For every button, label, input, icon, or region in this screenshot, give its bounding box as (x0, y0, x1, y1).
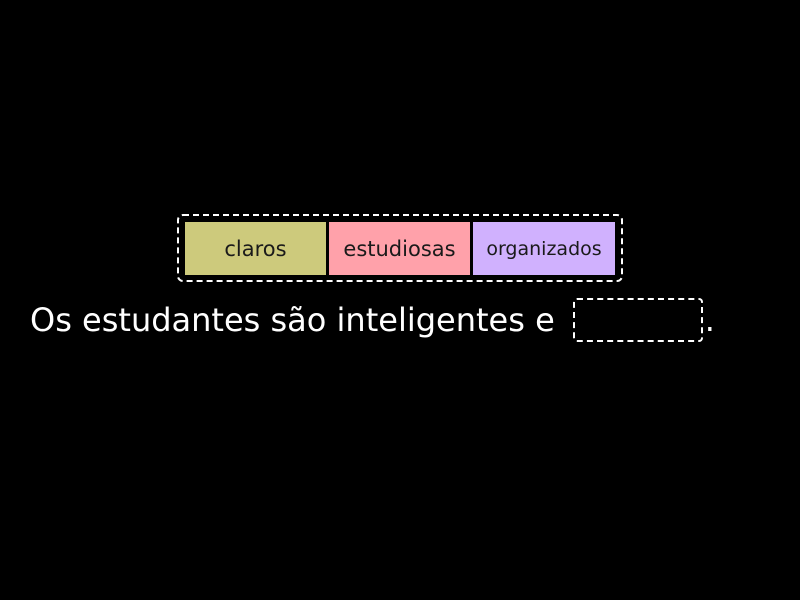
option-tile-estudiosas[interactable]: estudiosas (329, 222, 470, 275)
option-tile-organizados[interactable]: organizados (473, 222, 615, 275)
sentence-text-before-blank: Os estudantes são inteligentes e (30, 301, 555, 339)
answer-drop-slot[interactable] (572, 298, 703, 342)
sentence-line: Os estudantes são inteligentes e . (30, 296, 715, 344)
answer-options-tray (177, 214, 623, 282)
option-tile-claros[interactable]: claros (185, 222, 326, 275)
sentence-text-after-blank: . (704, 301, 715, 339)
